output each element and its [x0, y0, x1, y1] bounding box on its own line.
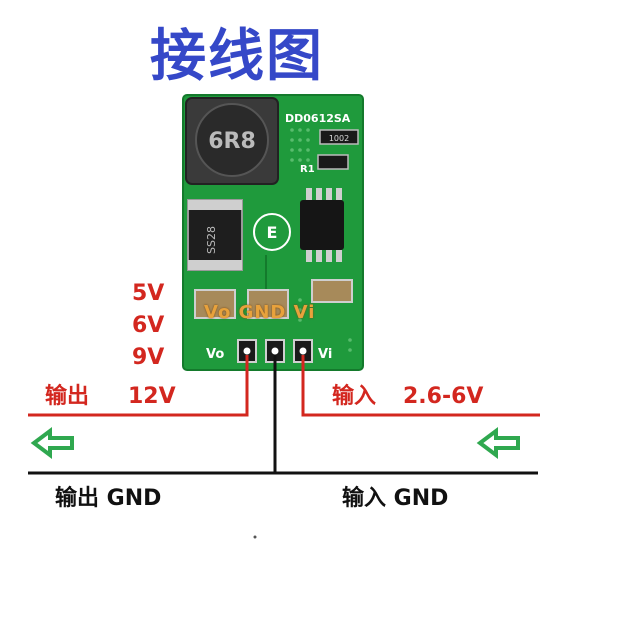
capacitor-1: [194, 289, 236, 319]
resistor: [319, 129, 359, 145]
arrow-left-input-icon: [476, 427, 520, 459]
svg-text:1002: 1002: [329, 134, 349, 143]
capacitor-3: [311, 279, 353, 303]
output-gnd-label: 输出 GND: [55, 486, 162, 511]
input-range: 2.6-6V: [403, 384, 484, 409]
output-label: 输出: [45, 384, 90, 409]
arrow-left-output-icon: [30, 427, 74, 459]
pcb-via-pattern: [290, 128, 352, 352]
output-voltage-4: 12V: [128, 384, 176, 409]
board-model-label: DD0612SA: [285, 112, 351, 125]
pin-silk-vo: Vo: [206, 347, 224, 362]
capacitor-2: [247, 289, 289, 319]
pin-silk-vi: Vi: [318, 347, 332, 362]
input-label: 输入: [332, 384, 377, 409]
diode: [187, 199, 243, 271]
inductor-marking: 6R8: [208, 129, 256, 154]
ic-chip: [300, 200, 344, 250]
diagram-title: 接线图: [150, 24, 324, 89]
diode-marking: SS28: [205, 226, 218, 254]
pin-overlay-label: Vo GND Vi: [204, 302, 316, 323]
output-wire: [28, 355, 249, 417]
output-voltage-1: 5V: [132, 281, 165, 306]
svg-text:E: E: [267, 223, 278, 242]
resistor-label: R1: [300, 164, 315, 175]
input-wire: [301, 355, 540, 417]
output-voltage-3: 9V: [132, 345, 165, 370]
input-gnd-label: 输入 GND: [342, 486, 449, 511]
board-logo: [253, 213, 291, 251]
output-voltage-2: 6V: [132, 313, 165, 338]
